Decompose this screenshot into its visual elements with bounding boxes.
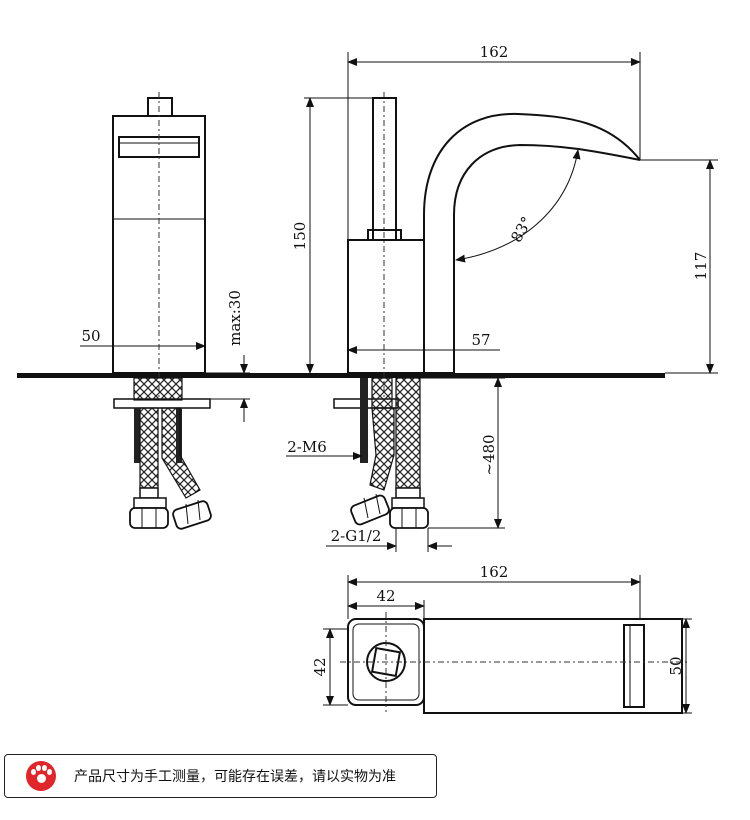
spout-unit	[347, 92, 641, 400]
dim-connectors: 2-G1/2	[331, 527, 382, 545]
dim-spout-height: 117	[692, 252, 710, 281]
handle-fittings	[113, 377, 212, 530]
dim-top-width: 162	[480, 43, 509, 61]
dim-hose-length: ~480	[480, 434, 498, 475]
dim-plan-depth: 50	[667, 656, 685, 675]
note-text: 产品尺寸为手工测量，可能存在误差，请以实物为准	[74, 769, 396, 785]
dim-handle-base: 50	[81, 327, 100, 345]
dim-spout-base: 57	[471, 331, 490, 349]
measurement-note: 产品尺寸为手工测量，可能存在误差，请以实物为准	[4, 754, 437, 798]
paw-icon	[26, 761, 56, 791]
dim-plan-square-width: 42	[376, 587, 395, 605]
spout-fittings	[333, 377, 429, 529]
plan-view	[323, 575, 692, 714]
dim-max-thickness: max:30	[226, 290, 244, 346]
dim-angle: 83°	[507, 213, 536, 245]
dim-total-height: 150	[291, 222, 309, 251]
dim-bolts: 2-M6	[287, 438, 327, 456]
countertop	[17, 373, 665, 378]
dimension-lines	[80, 52, 718, 552]
handle-unit	[112, 92, 206, 400]
dim-plan-square-height: 42	[311, 657, 329, 676]
dim-plan-width: 162	[480, 563, 509, 581]
